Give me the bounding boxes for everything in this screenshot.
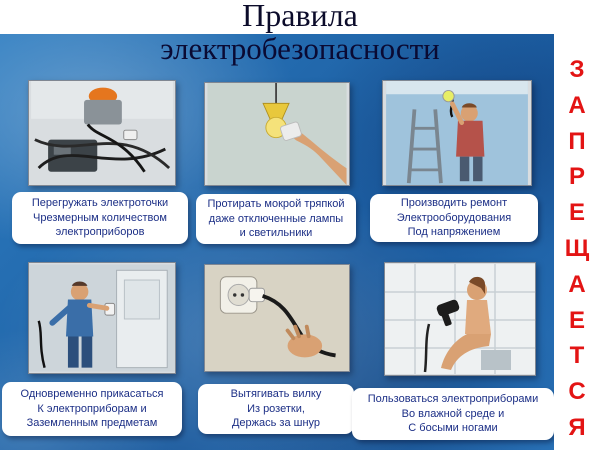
caption-overloaded-sockets: Перегружать электроточки Чрезмерным коли… — [12, 192, 188, 244]
caption-touching-appliance-and-ground: Одновременно прикасаться К электроприбор… — [2, 382, 182, 436]
photo-repair-under-voltage — [382, 80, 532, 186]
caption-pulling-plug-by-cord: Вытягивать вилку Из розетки, Держась за … — [198, 384, 354, 434]
photo-hairdryer-in-bathroom — [384, 262, 536, 376]
top-white-band — [0, 0, 600, 34]
forbidden-word-column: З А П Р Е Щ А Е Т С Я — [554, 34, 600, 450]
forbidden-letter: Т — [569, 342, 585, 370]
overloaded-sockets-illustration — [31, 81, 173, 185]
photo-wiping-lamp — [204, 82, 350, 186]
pulling-plug-illustration — [205, 265, 349, 371]
forbidden-letter: Е — [568, 199, 585, 227]
hairdryer-in-bathroom-illustration — [385, 264, 535, 374]
forbidden-letter: С — [568, 378, 586, 406]
caption-repair-under-voltage: Производить ремонт Электрооборудования П… — [370, 194, 538, 242]
forbidden-letter: З — [569, 56, 585, 83]
touching-appliance-illustration — [29, 264, 175, 372]
page-title-line1: Правила — [242, 0, 358, 33]
repair-under-voltage-illustration — [386, 81, 528, 185]
forbidden-letter: П — [568, 127, 586, 155]
caption-hairdryer-in-bathroom: Пользоваться электроприборами Во влажной… — [352, 388, 554, 440]
forbidden-letter: Е — [568, 306, 585, 334]
wiping-lamp-illustration — [207, 83, 347, 185]
forbidden-letter: Щ — [564, 234, 590, 262]
photo-touching-appliance-and-ground — [28, 262, 176, 374]
photo-overloaded-sockets — [28, 80, 176, 186]
page-title-line2: электробезопасности — [160, 31, 440, 66]
forbidden-letter: А — [568, 270, 586, 298]
photo-pulling-plug-by-cord — [204, 264, 350, 372]
forbidden-letter: А — [568, 91, 586, 119]
forbidden-letter: Я — [568, 413, 586, 441]
caption-wiping-lamp: Протирать мокрой тряпкой даже отключенны… — [196, 194, 356, 244]
forbidden-letter: Р — [568, 163, 585, 191]
